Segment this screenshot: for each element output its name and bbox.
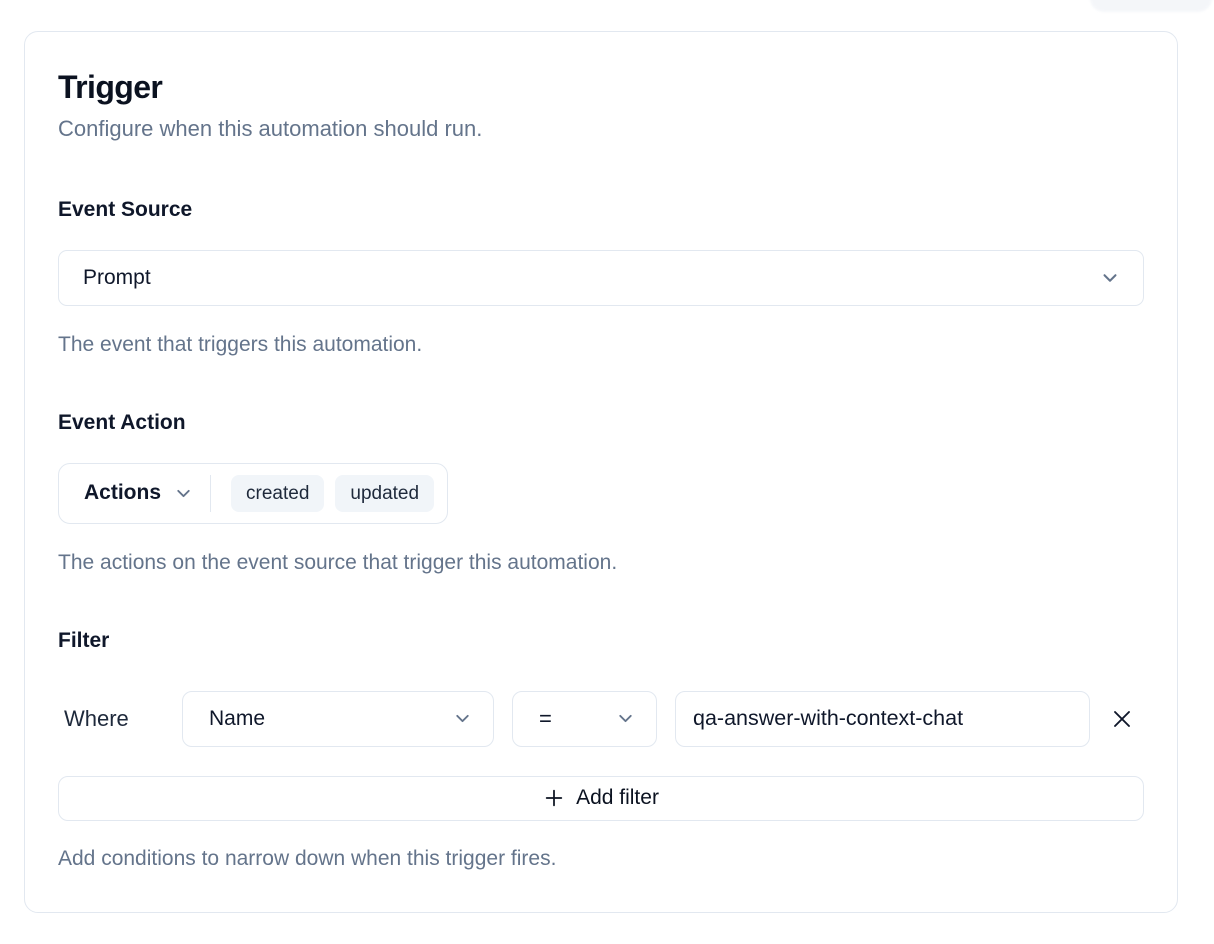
actions-dropdown-label: Actions [84,481,162,505]
selected-actions-list: created updated [231,474,435,512]
event-action-control: Actions created updated [58,462,449,524]
chevron-down-icon [1099,267,1121,289]
event-source-selected-value: Prompt [83,265,151,289]
close-icon [1110,707,1134,731]
vertical-divider [210,474,212,512]
event-action-label: Event Action [58,410,186,434]
filter-operator-value: = [539,705,552,731]
where-label: Where [64,705,129,731]
remove-filter-button[interactable] [1100,697,1144,741]
chevron-down-icon [173,483,194,504]
trigger-card: Trigger Configure when this automation s… [24,31,1178,913]
action-chip-created: created [231,474,325,512]
filter-field-value: Name [209,706,266,730]
filter-label: Filter [58,628,110,652]
page-subtitle: Configure when this automation should ru… [58,116,483,142]
event-source-helper: The event that triggers this automation. [58,332,423,356]
action-chip-updated: updated [335,474,435,512]
filter-field-select[interactable]: Name [182,690,494,747]
actions-dropdown-trigger[interactable]: Actions [59,464,210,523]
chevron-down-icon [452,708,473,729]
add-filter-label: Add filter [576,786,659,810]
filter-row: Where Name = [58,690,1144,747]
filter-helper: Add conditions to narrow down when this … [58,846,557,870]
event-action-helper: The actions on the event source that tri… [58,550,618,574]
page-title: Trigger [58,69,163,105]
plus-icon [543,787,565,809]
filter-value-input[interactable] [675,690,1090,747]
event-source-label: Event Source [58,197,193,221]
add-filter-button[interactable]: Add filter [58,775,1144,821]
filter-operator-select[interactable]: = [512,690,657,747]
event-source-select[interactable]: Prompt [58,249,1144,306]
chevron-down-icon [615,708,636,729]
cutoff-top-right-element [1090,0,1212,12]
